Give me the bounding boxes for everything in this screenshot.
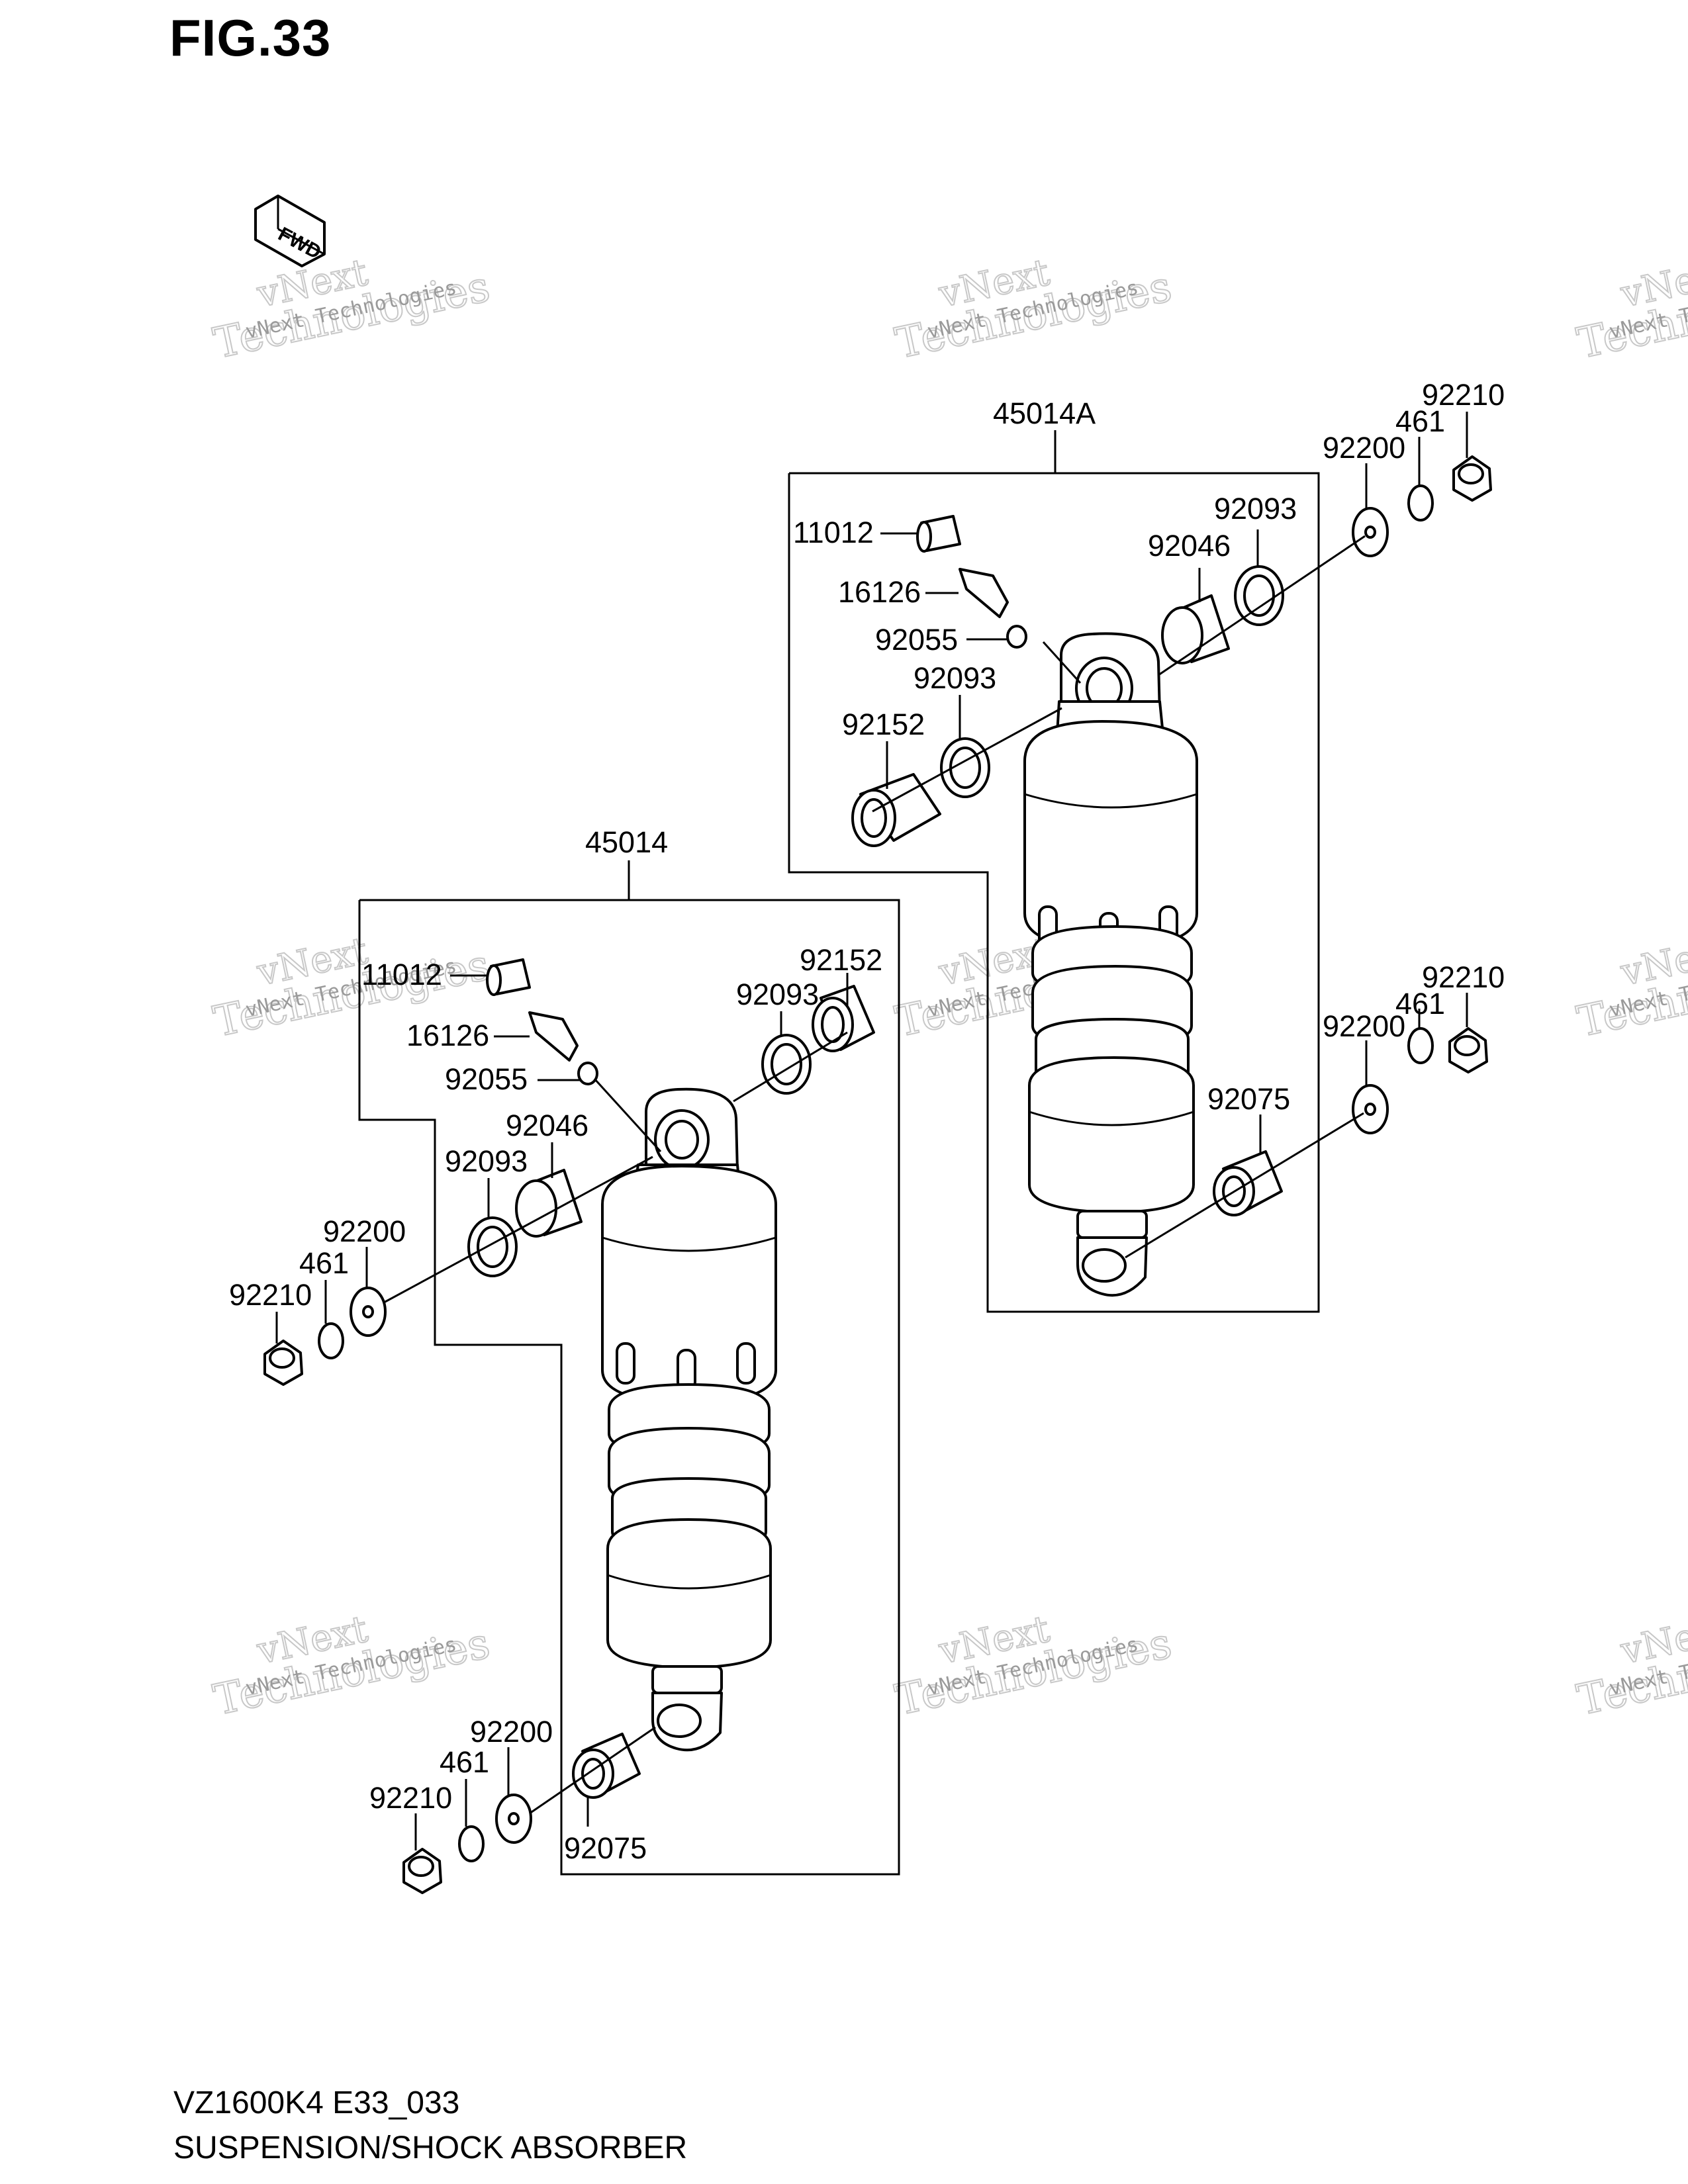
callout-b-461-top: 461 bbox=[299, 1246, 349, 1280]
callout-b-92210-top: 92210 bbox=[229, 1278, 312, 1312]
callout-a-92046: 92046 bbox=[1148, 529, 1231, 563]
washer-92200-b-top bbox=[350, 1287, 387, 1337]
callout-a-92093-up: 92093 bbox=[1214, 492, 1297, 525]
bushing-92075-b bbox=[572, 1733, 641, 1799]
callout-a-11012: 11012 bbox=[793, 516, 874, 549]
callout-a-92075: 92075 bbox=[1207, 1082, 1290, 1116]
callout-a-92200-top: 92200 bbox=[1323, 431, 1405, 465]
assembly-45014A-outline bbox=[788, 472, 1320, 1313]
shock-absorber-45014A bbox=[1023, 632, 1198, 1297]
callout-b-92046: 92046 bbox=[506, 1109, 588, 1142]
valve-cap-11012-a bbox=[916, 515, 961, 553]
nut-92210-a-top bbox=[1452, 455, 1492, 502]
assembly-45014A-label: 45014A bbox=[993, 396, 1096, 430]
callout-b-11012: 11012 bbox=[361, 958, 442, 991]
collar-92152-a bbox=[851, 773, 941, 847]
valve-16126-a bbox=[959, 568, 1009, 618]
assembly-axis-lines-b bbox=[383, 1031, 848, 1815]
fwd-arrow-icon: FWD bbox=[254, 195, 326, 267]
washer-92200-a-bot bbox=[1352, 1084, 1389, 1134]
callout-a-461-top: 461 bbox=[1395, 404, 1445, 438]
callout-b-92152: 92152 bbox=[800, 943, 882, 977]
lock-washer-461-b-bot bbox=[458, 1825, 485, 1862]
seal-92093-b-l bbox=[467, 1216, 518, 1277]
callout-b-92093-l: 92093 bbox=[445, 1144, 528, 1178]
callout-a-92055: 92055 bbox=[875, 623, 958, 657]
callout-a-92093-low: 92093 bbox=[914, 661, 996, 695]
callout-b-92210-bot: 92210 bbox=[369, 1781, 452, 1815]
seal-92093-a-low bbox=[940, 737, 990, 798]
callout-b-92093-r: 92093 bbox=[736, 978, 819, 1011]
seal-92093-a-up bbox=[1234, 565, 1284, 626]
callout-a-92200-bot: 92200 bbox=[1323, 1009, 1405, 1043]
nut-92210-b-top bbox=[263, 1340, 303, 1386]
assembly-axis-lines-a bbox=[872, 535, 1366, 1259]
nut-92210-a-bot bbox=[1448, 1027, 1488, 1073]
callout-leaders-b bbox=[275, 973, 849, 1850]
seal-92093-b-r bbox=[761, 1034, 812, 1095]
valve-cap-11012-b bbox=[486, 958, 531, 996]
section-title: SUSPENSION/SHOCK ABSORBER bbox=[173, 2130, 688, 2165]
callout-b-92200-bot: 92200 bbox=[470, 1715, 553, 1749]
assembly-45014-label: 45014 bbox=[585, 825, 668, 859]
valve-16126-b bbox=[528, 1011, 579, 1062]
figure-title: FIG.33 bbox=[169, 9, 332, 67]
o-ring-92055-a bbox=[1006, 625, 1027, 649]
assembly-45014-outline bbox=[358, 899, 900, 1876]
lock-washer-461-a-bot bbox=[1407, 1027, 1434, 1064]
callout-a-92152: 92152 bbox=[842, 707, 925, 741]
callout-a-16126: 16126 bbox=[838, 575, 921, 609]
collar-92152-b bbox=[812, 985, 875, 1052]
callout-a-92210-top: 92210 bbox=[1422, 378, 1505, 412]
bearing-92046-a bbox=[1161, 594, 1230, 664]
shock-absorber-45014 bbox=[601, 1087, 777, 1752]
callout-a-461-bot: 461 bbox=[1395, 987, 1445, 1021]
lock-washer-461-a-top bbox=[1407, 484, 1434, 522]
model-code: VZ1600K4 E33_033 bbox=[173, 2085, 460, 2120]
callout-b-92200-top: 92200 bbox=[323, 1214, 406, 1248]
washer-92200-b-bot bbox=[495, 1794, 532, 1844]
lock-washer-461-b-top bbox=[318, 1322, 344, 1359]
o-ring-92055-b bbox=[577, 1062, 598, 1085]
nut-92210-b-bot bbox=[402, 1848, 442, 1894]
washer-92200-a-top bbox=[1352, 507, 1389, 557]
callout-b-92075: 92075 bbox=[564, 1831, 647, 1865]
callout-b-461-bot: 461 bbox=[440, 1745, 489, 1779]
callout-leaders-a bbox=[880, 412, 1468, 1153]
callout-b-92055: 92055 bbox=[445, 1062, 528, 1096]
callout-a-92210-bot: 92210 bbox=[1422, 960, 1505, 994]
callout-b-16126: 16126 bbox=[406, 1019, 489, 1052]
